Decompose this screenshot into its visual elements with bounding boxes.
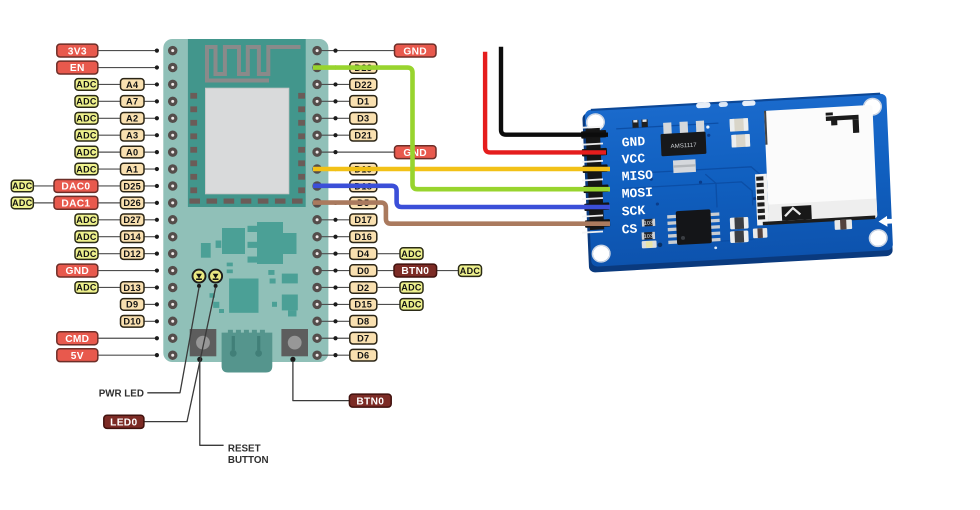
svg-text:D3: D3 <box>357 114 369 124</box>
svg-text:MOSI: MOSI <box>621 185 653 202</box>
svg-text:D26: D26 <box>123 198 141 208</box>
svg-text:ADC: ADC <box>12 181 33 191</box>
svg-text:D4: D4 <box>357 249 370 259</box>
svg-text:ADC: ADC <box>76 80 97 90</box>
svg-text:D7: D7 <box>357 334 369 344</box>
svg-text:GND: GND <box>403 46 427 57</box>
svg-text:D16: D16 <box>354 232 372 242</box>
svg-text:ADC: ADC <box>76 130 97 140</box>
svg-text:3V3: 3V3 <box>68 46 87 57</box>
svg-text:D1: D1 <box>357 97 369 107</box>
svg-text:A4: A4 <box>126 80 139 90</box>
svg-text:DAC1: DAC1 <box>61 199 90 210</box>
svg-text:ADC: ADC <box>401 300 422 310</box>
svg-text:VCC: VCC <box>621 151 645 167</box>
svg-text:AMS1117: AMS1117 <box>670 143 697 150</box>
svg-text:CS: CS <box>621 222 638 238</box>
svg-text:GND: GND <box>66 266 90 277</box>
svg-text:ADC: ADC <box>76 283 97 293</box>
svg-text:A2: A2 <box>126 114 138 124</box>
svg-text:ADC: ADC <box>76 147 97 157</box>
svg-text:RESET: RESET <box>228 444 261 455</box>
svg-text:MISO: MISO <box>621 168 653 185</box>
svg-text:PWR LED: PWR LED <box>99 388 144 399</box>
svg-text:D0: D0 <box>357 266 369 276</box>
svg-text:D2: D2 <box>357 283 369 293</box>
svg-text:ADC: ADC <box>460 266 481 276</box>
svg-text:D14: D14 <box>123 232 141 242</box>
svg-text:D27: D27 <box>123 215 141 225</box>
svg-text:DAC0: DAC0 <box>61 182 90 193</box>
svg-text:D13: D13 <box>123 283 141 293</box>
svg-text:BTN0: BTN0 <box>401 266 429 277</box>
svg-text:CMD: CMD <box>65 334 89 345</box>
svg-text:A1: A1 <box>126 164 138 174</box>
svg-text:ADC: ADC <box>401 283 422 293</box>
svg-text:BUTTON: BUTTON <box>228 455 269 466</box>
svg-text:ADC: ADC <box>12 198 33 208</box>
svg-text:ADC: ADC <box>76 97 97 107</box>
svg-text:D10: D10 <box>123 317 141 327</box>
svg-text:103: 103 <box>644 221 654 227</box>
svg-text:GND: GND <box>621 134 645 150</box>
svg-text:ADC: ADC <box>76 249 97 259</box>
svg-text:D17: D17 <box>354 215 372 225</box>
svg-text:D15: D15 <box>354 300 372 310</box>
svg-text:ADC: ADC <box>76 164 97 174</box>
svg-text:D9: D9 <box>126 300 138 310</box>
svg-text:D21: D21 <box>354 131 372 141</box>
svg-text:GND: GND <box>403 148 427 159</box>
svg-text:D12: D12 <box>123 249 141 259</box>
svg-text:BTN0: BTN0 <box>356 396 384 407</box>
svg-text:D22: D22 <box>354 80 372 90</box>
svg-text:ADC: ADC <box>76 232 97 242</box>
svg-text:D6: D6 <box>357 351 369 361</box>
svg-text:D8: D8 <box>357 317 369 327</box>
svg-text:5V: 5V <box>71 351 84 362</box>
svg-text:ADC: ADC <box>76 114 97 124</box>
svg-text:LED0: LED0 <box>110 418 137 429</box>
svg-text:103: 103 <box>644 234 654 240</box>
svg-text:D25: D25 <box>123 181 141 191</box>
svg-text:A3: A3 <box>126 131 138 141</box>
svg-text:A0: A0 <box>126 147 138 157</box>
svg-text:EN: EN <box>70 63 85 74</box>
svg-text:A7: A7 <box>126 97 138 107</box>
svg-text:ADC: ADC <box>76 215 97 225</box>
svg-text:SCK: SCK <box>621 203 645 219</box>
svg-text:ADC: ADC <box>401 249 422 259</box>
